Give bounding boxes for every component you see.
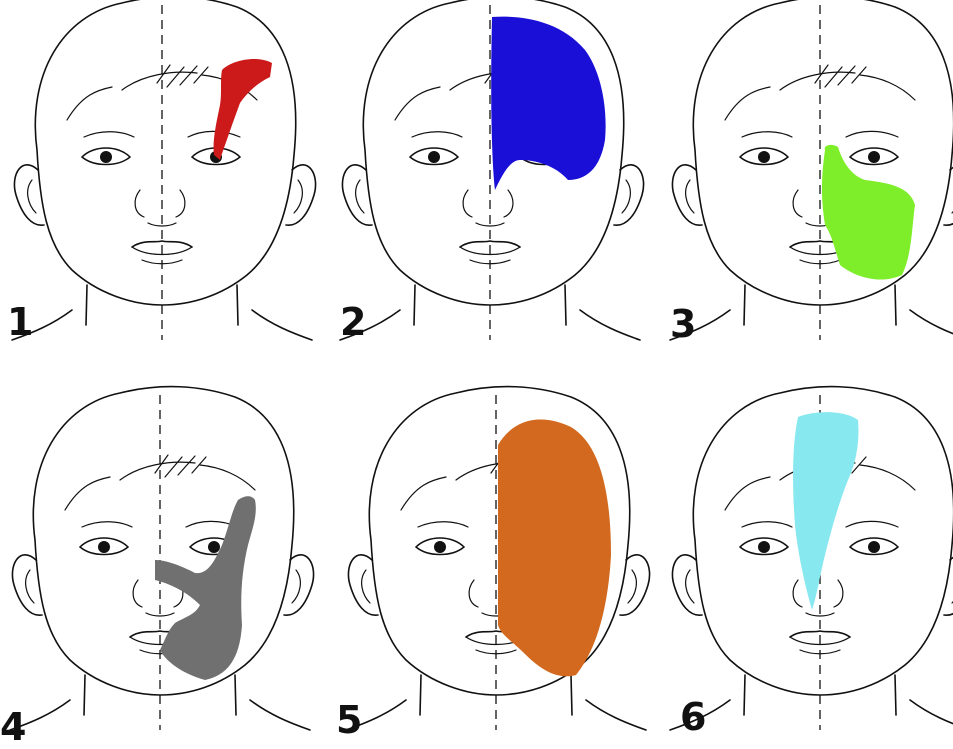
patch-6-cyan (793, 412, 858, 610)
patch-2-blue (491, 17, 605, 190)
patch-5-orange (498, 420, 611, 677)
panel-number-3: 3 (670, 302, 696, 346)
panel-number-6: 6 (680, 695, 706, 739)
face-panel-3: 3 (670, 0, 953, 346)
face-panel-1: 1 (7, 0, 316, 344)
patch-4-gray (155, 496, 256, 680)
face-panel-6: 6 (670, 387, 953, 739)
panel-number-1: 1 (7, 300, 33, 344)
panel-number-4: 4 (0, 705, 26, 749)
face-panel-4: 4 (0, 387, 314, 749)
patch-1-red (214, 59, 272, 160)
face-panel-2: 2 (340, 0, 644, 344)
face-panel-5: 5 (336, 387, 650, 742)
panel-number-5: 5 (336, 698, 362, 742)
patch-3-green (822, 145, 915, 280)
panel-number-2: 2 (340, 300, 366, 344)
